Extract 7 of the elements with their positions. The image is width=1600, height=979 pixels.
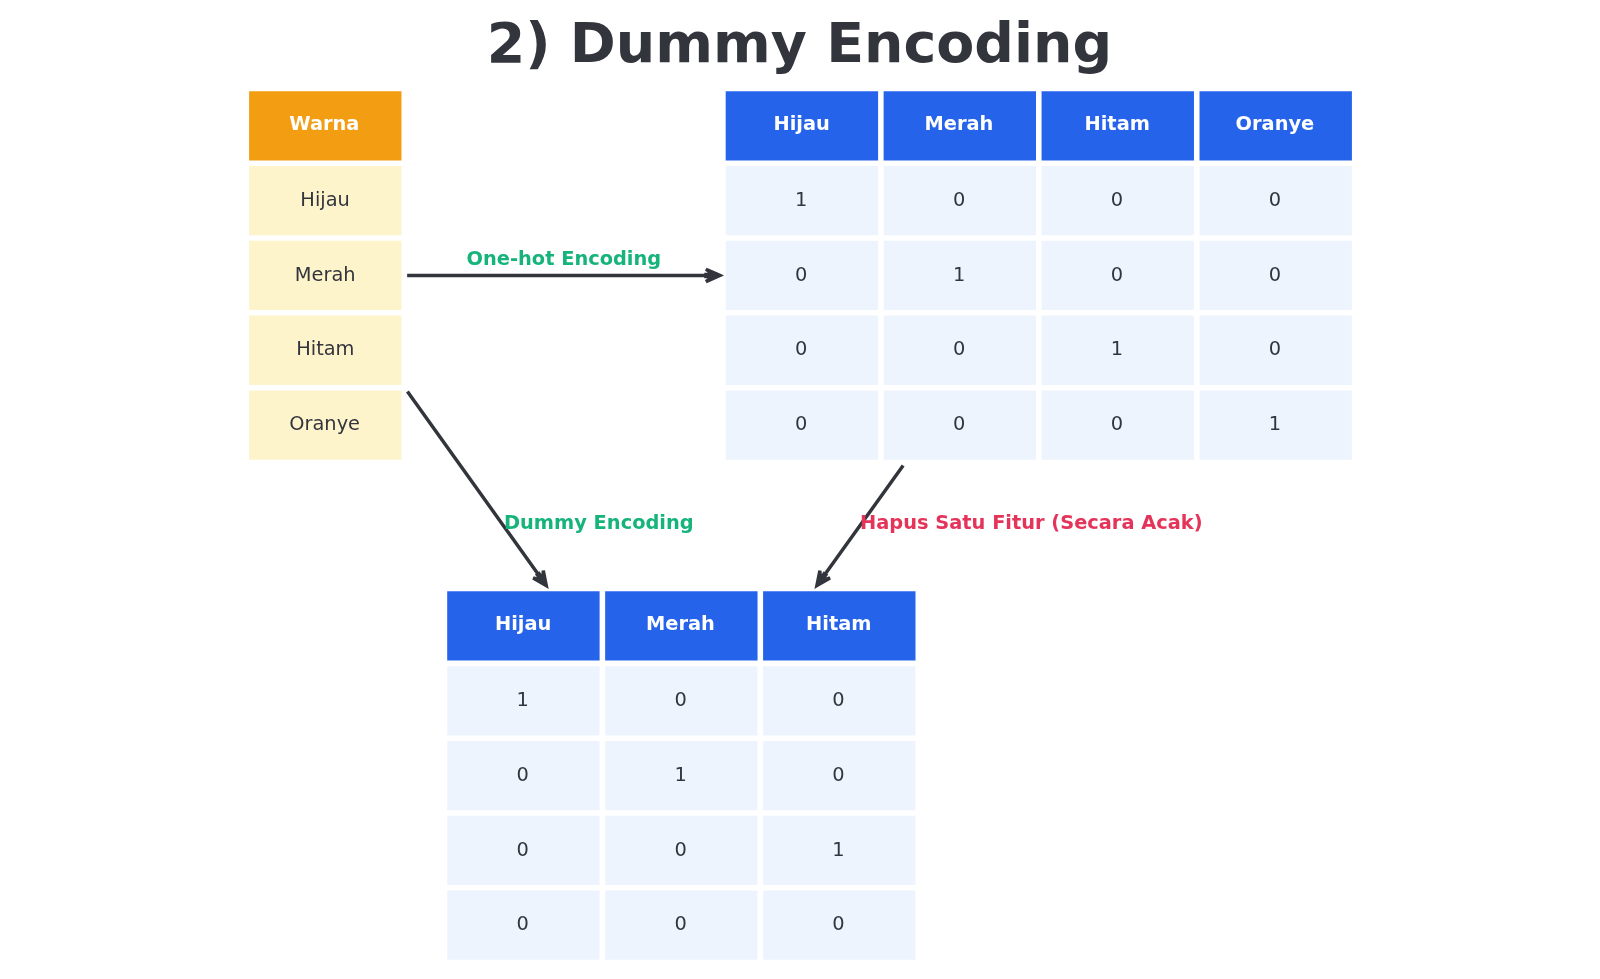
edge-label: Dummy Encoding	[503, 511, 694, 535]
arrow	[814, 464, 905, 588]
edge-label: One-hot Encoding	[466, 246, 661, 270]
arrow	[405, 390, 548, 588]
arrow	[406, 267, 722, 284]
edge-label: Hapus Satu Fitur (Secara Acak)	[859, 511, 1203, 535]
diagram-title: 2) Dummy Encoding	[486, 11, 1112, 76]
